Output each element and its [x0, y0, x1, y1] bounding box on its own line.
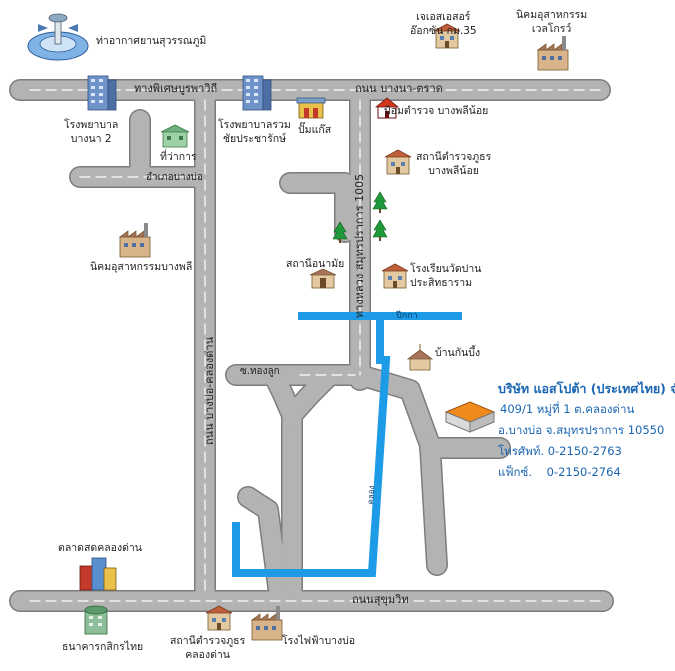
canal-label-pikka: ปีกกา — [396, 311, 418, 321]
label-bangbo-district: อำเภอบางบ่อ — [146, 172, 203, 183]
company-fax: แฟ็กซ์. 0-2150-2764 — [498, 465, 621, 479]
road-label-samut-1005: ทางหลวง สมุทรปราการ 1005 — [353, 173, 366, 319]
canal-label-vertical: คลอง — [365, 485, 377, 505]
label-klongdan-police: สถานีตำรวจภูธรคลองด่าน — [170, 635, 246, 661]
label-gas-station: ปั๊มแก๊ส — [298, 124, 332, 136]
label-airport: ท่าอากาศยานสุวรรณภูมิ — [96, 35, 207, 47]
tree-icon — [372, 219, 388, 242]
label-power-plant: โรงไฟฟ้าบางบ่อ — [282, 635, 356, 647]
road-label-sukhumvit: ถนนสุขุมวิท — [352, 593, 409, 606]
label-welgrow: นิคมอุสาหกรรมเวลโกรว์ — [516, 9, 588, 35]
district-office-icon — [160, 124, 190, 148]
label-police-station: สถานีตำรวจภูธรบางพลีน้อย — [416, 151, 492, 177]
health-station-icon — [309, 268, 337, 289]
label-kbank: ธนาคารกสิกรไทย — [62, 641, 144, 653]
canal-network — [232, 312, 462, 577]
label-ban-kan-bueng: บ้านกันบึ้ง — [435, 347, 481, 359]
company-phone: โทรศัพท์. 0-2150-2763 — [498, 444, 622, 458]
road-label-soi-thonglook: ซ.ทองลูก — [240, 366, 280, 377]
bangna2-hospital-icon — [87, 75, 117, 111]
school-icon — [381, 263, 409, 289]
police-station-icon — [384, 149, 412, 175]
label-health-station: สถานีอนามัย — [286, 258, 345, 270]
bangplee-factory-icon — [119, 222, 151, 258]
market-icon — [79, 557, 117, 591]
police-house-icon — [374, 97, 400, 119]
label-district-office: ที่ว่าการ — [160, 151, 197, 163]
temple-icon — [406, 344, 434, 371]
label-police-post: ป้อมตำรวจ บางพลีน้อย — [384, 105, 489, 117]
airport-icon — [27, 13, 89, 61]
company-building-icon — [444, 401, 496, 433]
gas-station-icon — [296, 97, 326, 119]
road-label-burapha: ทางพิเศษบูรพาวิถี — [134, 82, 218, 95]
welgrow-factory-icon — [537, 35, 569, 71]
road-label-bangbo-klongdan: ถนน บางบ่อ-คลองด่าน — [203, 336, 216, 446]
company-address-2: อ.บางบ่อ จ.สมุทรปราการ 10550 — [498, 423, 665, 437]
chaiprasan-hospital-icon — [242, 75, 272, 111]
label-chaiprasan-hospital: โรงพยาบาลรวมชัยประชารักษ์ — [218, 119, 291, 145]
label-js-store: เจเอสเอสอร์อ๊อกซัน กม.35 — [410, 11, 477, 37]
tree-icon — [372, 191, 388, 214]
label-bangna2-hospital: โรงพยาบาลบางนา 2 — [64, 119, 119, 145]
company-name: บริษัท แอสโปต้า (ประเทศไทย) จำกัด — [498, 381, 675, 396]
road-network — [9, 79, 614, 612]
company-info: บริษัท แอสโปต้า (ประเทศไทย) จำกัด 409/1 … — [498, 378, 675, 483]
label-market: ตลาดสดคลองด่าน — [58, 542, 142, 554]
label-bangplee-estate: นิคมอุสาหกรรมบางพลี — [90, 261, 193, 273]
company-address-1: 409/1 หมู่ที่ 1 ต.คลองด่าน — [500, 402, 635, 416]
road-label-bangna-trat: ถนน บางนา-ตราด — [355, 82, 443, 95]
bank-icon — [84, 605, 108, 635]
label-school: โรงเรียนวัดปานประสิทธาราม — [410, 263, 482, 289]
